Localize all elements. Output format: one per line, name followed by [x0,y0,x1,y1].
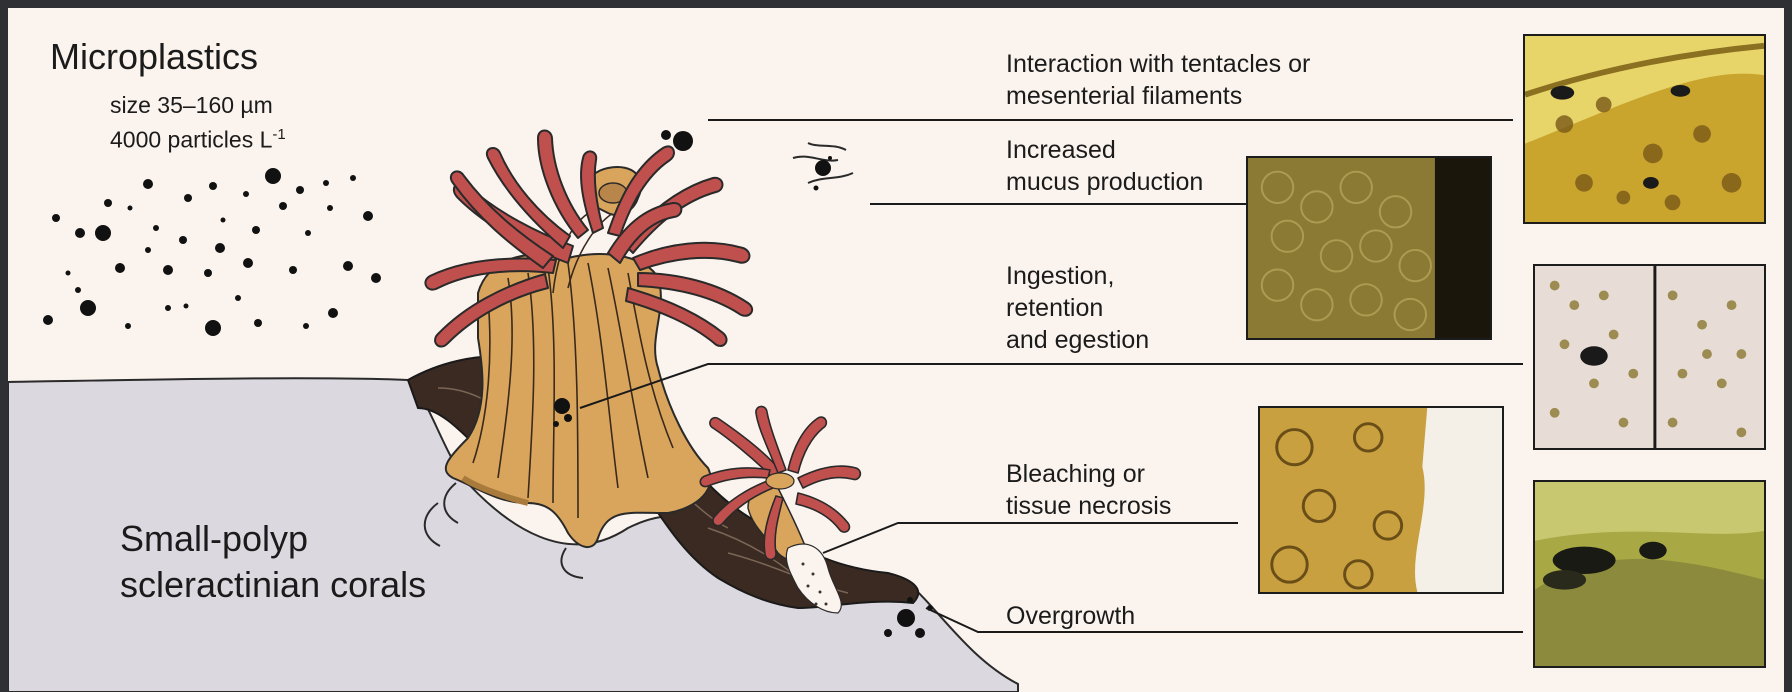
bleached-patch [785,543,842,614]
effect-tentacles-line2: mesenterial filaments [1006,82,1243,110]
effect-ingestion-line3: and egestion [1006,326,1150,354]
connector-bleaching [822,522,1238,554]
connector-overgrowth [925,607,1523,633]
effect-ingestion: Ingestion, retention and egestion [1006,260,1149,356]
connector-ingestion [579,363,1523,409]
tentacles-large [424,129,754,348]
connector-lines [579,119,1523,633]
concentration-text: 4000 particles L [110,126,273,153]
effect-mucus: Increased mucus production [1006,134,1203,198]
effect-tentacles-line1: Interaction with tentacles or [1006,50,1311,78]
coral-label-line2: scleractinian corals [120,564,427,605]
photo-overgrowth [1533,480,1766,668]
effect-overgrowth-line1: Overgrowth [1006,602,1136,630]
particle-concentration: 4000 particles L-1 [110,120,286,155]
effect-ingestion-line1: Ingestion, [1006,262,1115,290]
effect-mucus-line1: Increased [1006,136,1116,164]
diagram-title: Microplastics [50,36,259,77]
microplastic-particles [43,168,381,336]
effect-bleaching: Bleaching or tissue necrosis [1006,458,1171,522]
photo-tentacle-interaction [1523,34,1766,224]
particle-size: size 35–160 µm [110,92,273,118]
effect-bleaching-line2: tissue necrosis [1006,492,1172,520]
concentration-exponent: -1 [272,126,286,143]
effect-ingestion-line2: retention [1006,294,1104,322]
effect-overgrowth: Overgrowth [1006,600,1135,632]
figure-panel: Microplastics size 35–160 µm 4000 partic… [8,8,1784,692]
photo-mucus-production [1246,156,1492,340]
effect-mucus-line2: mucus production [1006,168,1204,196]
coral-label-line1: Small-polyp [120,518,309,559]
effect-tentacles: Interaction with tentacles or mesenteria… [1006,48,1310,112]
tentacles-small [699,405,862,561]
coral-diagram [8,119,1523,692]
effect-bleaching-line1: Bleaching or [1006,460,1145,488]
photo-bleaching [1258,406,1504,594]
photo-ingestion [1533,264,1766,450]
